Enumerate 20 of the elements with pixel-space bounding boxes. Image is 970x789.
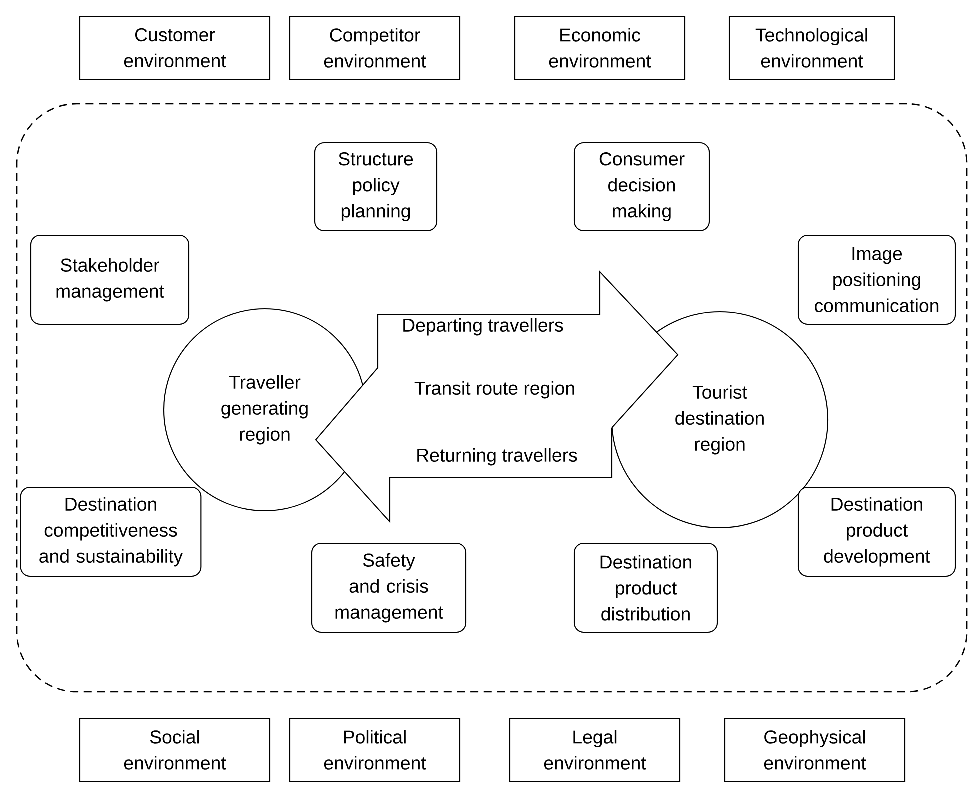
edge-label: Departing travellers <box>400 316 566 338</box>
topic-box: Destination product distribution <box>574 542 718 634</box>
region-label: Transit route region <box>413 380 577 400</box>
environment-box: Geophysical environment <box>724 718 906 782</box>
environment-box: Political environment <box>289 718 461 782</box>
environment-box: Economic environment <box>514 16 686 80</box>
topic-box: Destination competitiveness and sustainability <box>20 486 202 578</box>
topic-box: Destination product development <box>798 486 956 578</box>
environment-box: Social environment <box>79 718 271 782</box>
dashed-boundary <box>16 103 968 693</box>
topic-box: Safety and crisis management <box>311 542 467 634</box>
environment-box: Customer environment <box>79 16 271 80</box>
topic-box: Consumer decision making <box>574 142 710 232</box>
environment-box: Legal environment <box>509 718 681 782</box>
environment-box: Competitor environment <box>289 16 461 80</box>
topic-box: Image positioning communication <box>798 234 956 326</box>
topic-box: Stakeholder management <box>30 234 190 326</box>
topic-box: Structure policy planning <box>314 142 438 232</box>
edge-label: Returning travellers <box>414 446 580 468</box>
environment-box: Technological environment <box>728 16 896 80</box>
